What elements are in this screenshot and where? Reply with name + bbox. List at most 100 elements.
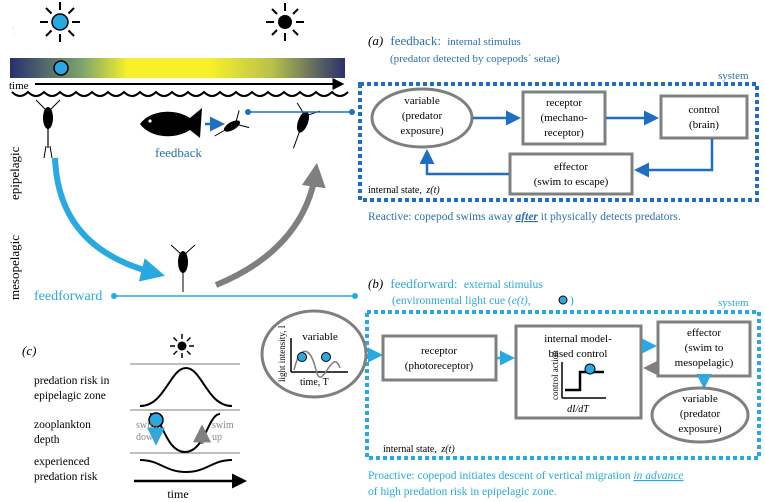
- svg-text:up: up: [212, 432, 222, 443]
- svg-text:(predator: (predator: [402, 110, 443, 122]
- svg-text:(environmental light cue (e(t): (environmental light cue (e(t),: [392, 295, 531, 307]
- panel-a-state: internal state,: [368, 185, 422, 196]
- svg-text:(b) feedforward: e: (b) feedforward: external stimulus: [368, 276, 543, 291]
- svg-text:(a) feedback: inte: (a) feedback: internal stimulus: [368, 33, 521, 48]
- panel-c-time-label: time: [167, 487, 188, 501]
- panel-b-caption-2: of high predation risk in epipelagic zon…: [368, 486, 557, 498]
- receptor-text: receptor: [546, 97, 582, 109]
- epipelagic-label: epipelagic: [7, 146, 22, 200]
- photoreceptor-node: [381, 334, 498, 382]
- variable-node-b: [650, 386, 750, 444]
- svg-text:exposure): exposure): [400, 125, 444, 137]
- copepod-icon: [170, 244, 196, 292]
- panel-c: (c) predation risk in epipelagic zone zo…: [22, 334, 247, 501]
- panel-b-system: system: [718, 297, 749, 309]
- svg-text:depth: depth: [34, 434, 60, 446]
- row-risk-label: predation risk in: [34, 375, 110, 387]
- panel-b: (b) feedforward: external stimulus (envi…: [260, 276, 761, 498]
- light-variable-node: [260, 309, 368, 399]
- photoreceptor-text: receptor: [421, 345, 457, 357]
- variable-node: [370, 87, 474, 149]
- panel-a-system: system: [718, 70, 749, 82]
- light-dot-icon: [297, 352, 307, 362]
- svg-text:Proactive: copepod initiates d: Proactive: copepod initiates descent of …: [368, 470, 684, 482]
- panel-b-note: (environmental light cue (: [392, 295, 512, 307]
- panel-a-note: (predator detected by copepods´ setae): [390, 53, 560, 65]
- svg-text:internal state, z(t): internal state, z(t): [383, 444, 455, 455]
- arrow-effector-variable: [419, 149, 509, 176]
- panel-b-caption-emphasis: in advance: [633, 470, 683, 482]
- moon-icon: [210, 334, 230, 360]
- inset-xlabel: time, T: [300, 377, 329, 388]
- moon-icon: [138, 334, 158, 360]
- daylight-bar: [10, 58, 345, 78]
- svg-text:swim: swim: [136, 420, 158, 431]
- mesopelagic-label: mesopelagic: [7, 235, 22, 300]
- svg-text:(predator: (predator: [680, 408, 721, 420]
- panel-b-title: feedforward:: [390, 276, 457, 291]
- panel-b-subtitle: external stimulus: [464, 279, 543, 291]
- svg-text:(photoreceptor): (photoreceptor): [405, 360, 474, 372]
- svg-text:epipelagic zone: epipelagic zone: [34, 390, 106, 402]
- svg-text:predation risk in: predation risk in: [34, 375, 110, 387]
- panel-a-title: feedback:: [390, 33, 441, 48]
- panel-b-note-end: ): [570, 295, 574, 307]
- panel-a-letter: (a): [368, 33, 383, 48]
- svg-text:variable: variable: [404, 95, 440, 107]
- feedforward-label: feedforward: [34, 289, 102, 304]
- panel-a-subtitle: internal stimulus: [447, 36, 521, 48]
- svg-text:(swim to escape): (swim to escape): [534, 176, 609, 188]
- svg-text:(swim to: (swim to: [685, 342, 724, 354]
- fish-icon: [140, 108, 202, 138]
- row-depth-label: zooplankton: [34, 419, 91, 431]
- arrow-control-effector: [634, 139, 714, 178]
- svg-text:receptor: receptor: [421, 345, 457, 357]
- svg-text:exposure): exposure): [678, 423, 722, 435]
- sea-surface: [11, 90, 349, 97]
- inset-variable-label: variable: [302, 331, 338, 343]
- svg-text:swim: swim: [212, 420, 234, 431]
- control-action-label: control action: [550, 350, 560, 400]
- panel-a-caption-emphasis: after: [516, 211, 539, 223]
- ascent-arrow: [214, 162, 326, 288]
- panel-b-state-var: z(t): [440, 444, 455, 455]
- sun-icon: [266, 3, 304, 41]
- svg-text:(mechano-: (mechano-: [540, 112, 587, 124]
- svg-text:receptor): receptor): [544, 127, 584, 139]
- effector-node: [508, 152, 634, 196]
- svg-text:variable: variable: [682, 393, 718, 405]
- panel-a-caption: Reactive: copepod swims away: [368, 211, 516, 223]
- svg-text:effector: effector: [554, 161, 588, 173]
- current-time-dot: [53, 60, 69, 76]
- copepod-icon: [214, 110, 250, 137]
- panel-b-caption: Proactive: copepod initiates descent of …: [368, 470, 633, 482]
- moon-icon: [321, 4, 352, 46]
- control-text: control: [688, 104, 719, 116]
- svg-text:mesopelagic): mesopelagic): [675, 357, 734, 369]
- model-control-node: [514, 324, 643, 420]
- control-axis-x: dI/dT: [567, 404, 590, 415]
- svg-text:(brain): (brain): [689, 119, 719, 131]
- descent-arrow: [52, 157, 165, 282]
- swim-down-label: swim: [136, 420, 158, 431]
- swim-up-label: swim: [212, 420, 234, 431]
- copepod-icon: [35, 99, 61, 159]
- feedback-label: feedback: [155, 145, 202, 160]
- panel-b-letter: (b): [368, 276, 383, 291]
- svg-text:down: down: [136, 432, 158, 443]
- panel-a-state-var: z(t): [425, 185, 440, 196]
- svg-text:Reactive: copepod swims away a: Reactive: copepod swims away after it ph…: [368, 211, 681, 223]
- copepod-position-dot-icon: [148, 412, 164, 428]
- svg-text:internal model-: internal model-: [544, 333, 612, 345]
- svg-text:internal state, z(t): internal state, z(t): [368, 185, 440, 196]
- receptor-node: [521, 90, 607, 146]
- svg-text:effector: effector: [687, 327, 721, 339]
- control-dot-icon: [584, 363, 596, 375]
- row-experienced-label: experienced: [34, 456, 90, 468]
- moon-icon: [12, 4, 47, 44]
- svg-text:zooplankton: zooplankton: [34, 419, 91, 431]
- time-label: time: [9, 80, 29, 92]
- svg-text:receptor: receptor: [546, 97, 582, 109]
- svg-text:control: control: [688, 104, 719, 116]
- variable-text: variable: [404, 95, 440, 107]
